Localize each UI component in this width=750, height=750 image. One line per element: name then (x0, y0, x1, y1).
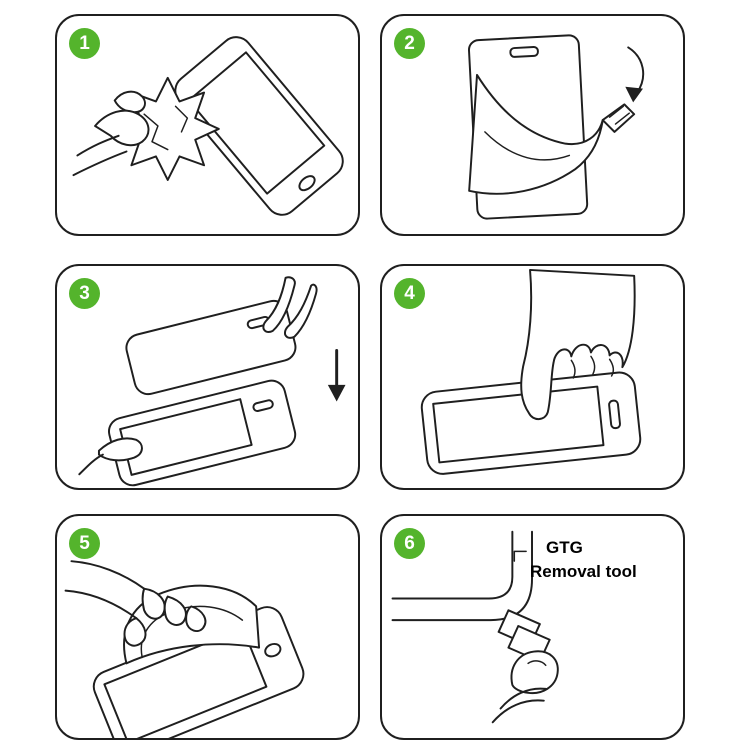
phone-outline (108, 379, 297, 487)
step-2-panel: 2 (380, 14, 685, 236)
step-5-number-badge: 5 (69, 528, 100, 559)
label-pointer-line (513, 550, 527, 562)
fingers-holding-tool (491, 650, 559, 724)
step-6-number-badge: 6 (394, 528, 425, 559)
step-2-number-badge: 2 (394, 28, 425, 59)
step-1-number-badge: 1 (69, 28, 100, 59)
removal-tool-label: GTG Removal tool (530, 536, 637, 584)
removal-tool-label-line1: GTG (546, 538, 583, 557)
step-3-number-badge: 3 (69, 278, 100, 309)
glass-corner-edge (391, 530, 533, 622)
step-3-panel: 3 (55, 264, 360, 490)
smoothing-hand (64, 560, 207, 647)
thumb-holding-phone (78, 437, 143, 476)
step-4-number-badge: 4 (394, 278, 425, 309)
step-5-panel: 5 (55, 514, 360, 740)
step-4-illustration press-screen-icon (420, 268, 642, 475)
pressing-hand (520, 268, 636, 421)
pull-tab (601, 103, 636, 133)
step-6-illustration removal-tool-icon (391, 530, 559, 724)
removal-tool-label-line2: Removal tool (530, 562, 637, 581)
down-arrow-icon (327, 349, 346, 402)
step-6-panel: 6 GTG Removal tool (380, 514, 685, 740)
step-3-illustration align-glass-icon (78, 276, 346, 487)
step-1-panel: 1 (55, 14, 360, 236)
phone-outline (174, 36, 344, 216)
fingers-holding-glass (262, 276, 318, 339)
curved-arrow-icon (625, 46, 645, 103)
step-1-illustration wipe-screen-with-cloth-icon (72, 36, 344, 216)
step-4-panel: 4 (380, 264, 685, 490)
hand-holding-cloth (72, 90, 150, 177)
step-5-illustration smooth-film-icon (64, 560, 305, 738)
step-2-illustration peel-film-icon (468, 34, 645, 220)
